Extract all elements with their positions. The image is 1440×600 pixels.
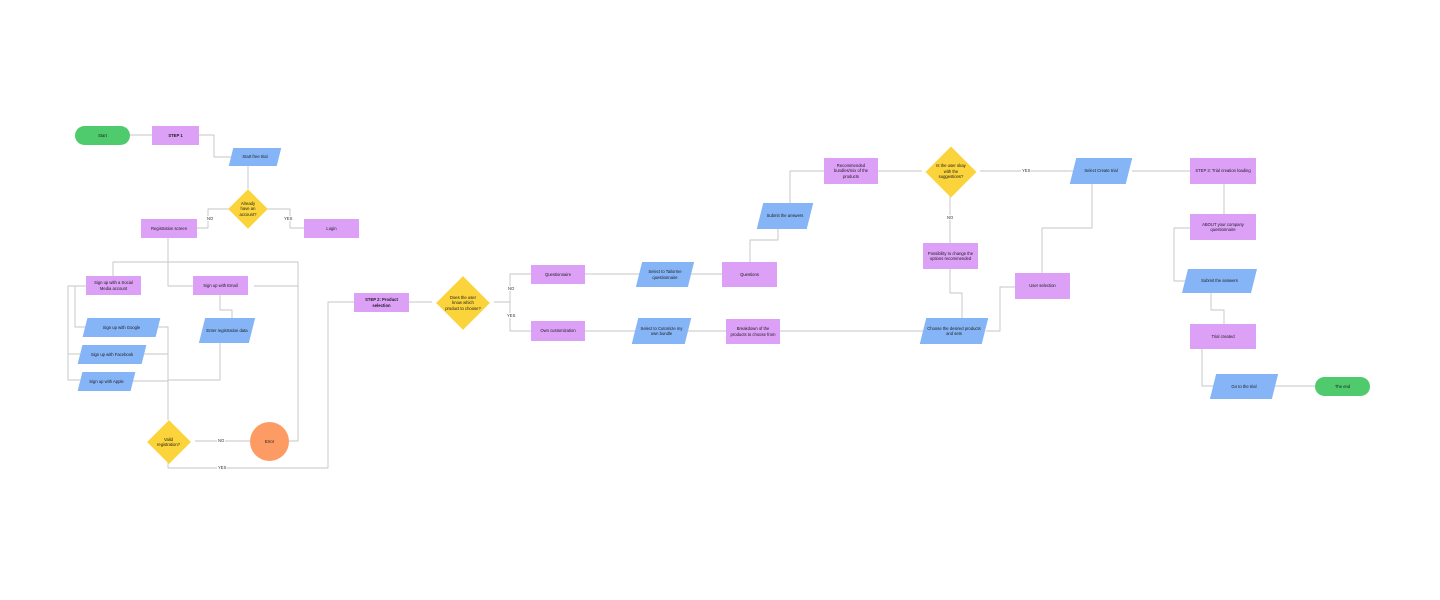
signup-social-label: Sign up with a Social Media account	[94, 280, 133, 291]
edge-label-yes-know: YES	[506, 313, 517, 318]
edge-split-email	[167, 262, 193, 287]
start-node-label: Start	[98, 132, 107, 138]
know-products-label: Does the user know which product to choo…	[445, 294, 481, 311]
select-customize-label: Select to Cutomize my own bundle	[640, 325, 683, 336]
step1-label: STEP 1	[168, 132, 183, 138]
edge-label-no-okay: NO	[946, 215, 955, 220]
questionnaire-label: Questionnaire	[544, 271, 572, 277]
questionnaire-node: Questionnaire	[531, 265, 585, 284]
select-customize-node: Select to Cutomize my own bundle	[631, 318, 692, 344]
possibility-change-node: Possibility to change the options recomm…	[923, 243, 978, 269]
select-tailorme-label: Select to Tailorme questionnaire	[648, 269, 682, 280]
step3-label: STEP 3: Trial creation loading	[1195, 168, 1251, 174]
step3-node: STEP 3: Trial creation loading	[1190, 158, 1256, 184]
step1-node: STEP 1	[152, 126, 199, 145]
edge-valid-step2	[167, 301, 354, 469]
edge-submit-recommended	[789, 170, 824, 203]
signup-apple-label: Sign up with Apple	[89, 378, 124, 384]
registration-screen-node: Registration screen	[141, 219, 197, 238]
edge-split-social	[112, 261, 168, 276]
possibility-change-label: Possibility to change the options recomm…	[927, 250, 974, 261]
own-customization-node: Own customization	[531, 321, 585, 341]
signup-facebook-node: Sign up with Facebook	[77, 345, 147, 364]
edge-submit-trial	[1210, 293, 1225, 324]
edge-about-submit	[1173, 227, 1190, 282]
choose-desired-node: Choose the desired products and sets	[919, 318, 989, 344]
edge-trial-goto	[1201, 349, 1214, 387]
error-label: Error	[264, 438, 275, 444]
start-node: Start	[75, 126, 130, 145]
trial-created-node: Trial created	[1190, 324, 1256, 349]
submit-answers-2-label: Submit the answers	[1201, 278, 1238, 284]
questions-node: Questions	[722, 262, 777, 287]
user-selection-node: User selection	[1015, 273, 1070, 299]
edge-social-google	[74, 285, 87, 328]
about-company-label: ABOUT your company questionnaire	[1202, 221, 1244, 232]
know-products-decision: Does the user know which product to choo…	[432, 276, 494, 330]
signup-email-node: Sign up with Email	[193, 276, 248, 295]
edge-selection-create	[1041, 184, 1093, 273]
valid-registration-decision: Valid registration?	[143, 420, 194, 464]
edge-possibility-choose	[949, 269, 963, 318]
edge-label-no-know: NO	[507, 286, 516, 291]
start-free-trial-node: Start free trial	[228, 148, 282, 166]
enter-registration-node: Enter registration data	[198, 318, 256, 343]
end-node-label: The end	[1334, 383, 1351, 389]
already-account-label: Already have an account?	[239, 200, 257, 217]
edge-label-yes-account: YES	[283, 216, 294, 221]
recommended-node: Recommended bundles/mix of the products	[824, 158, 878, 184]
registration-screen-label: Registration screen	[150, 225, 188, 231]
edge-choose-selection	[986, 286, 1015, 332]
go-to-trial-label: Go to the trial	[1231, 383, 1257, 389]
breakdown-node: Breakdown of the products to choose from	[726, 319, 780, 344]
edge-label-no-account: NO	[206, 216, 215, 221]
submit-answers-2-node: Submit the answers	[1182, 269, 1257, 293]
edge-step1-trial	[199, 134, 236, 158]
select-tailorme-node: Select to Tailorme questionnaire	[635, 262, 695, 287]
edge-error-loop	[168, 261, 299, 286]
user-selection-label: User selection	[1029, 283, 1056, 289]
questions-label: Questions	[740, 271, 759, 277]
signup-email-label: Sign up with Email	[203, 282, 238, 288]
go-to-trial-node: Go to the trial	[1209, 374, 1279, 399]
valid-registration-label: Valid registration?	[156, 436, 181, 447]
signup-google-node: Sign up with Google	[82, 318, 161, 337]
trial-created-label: Trial created	[1211, 333, 1235, 339]
enter-registration-label: Enter registration data	[206, 327, 248, 333]
error-node: Error	[250, 422, 289, 461]
choose-desired-label: Choose the desired products and sets	[927, 325, 981, 336]
signup-facebook-label: Sign up with Facebook	[90, 351, 134, 357]
edge-google-valid	[158, 326, 169, 420]
edge-enter-valid	[168, 343, 221, 381]
already-account-decision: Already have an account?	[228, 189, 268, 229]
signup-apple-node: Sign up with Apple	[77, 372, 136, 391]
step2-node: STEP 2: Product selection	[354, 293, 409, 312]
own-customization-label: Own customization	[540, 328, 576, 334]
edge-email-enter	[219, 295, 233, 318]
step2-label: STEP 2: Product selection	[365, 297, 398, 308]
user-okay-label: Is the user okay with the suggestions?	[936, 163, 966, 180]
select-create-trial-node: Select Create trial	[1069, 158, 1133, 184]
submit-answers-1-node: Submit the answers	[756, 203, 814, 229]
login-label: Login	[326, 225, 337, 231]
signup-social-node: Sign up with a Social Media account	[86, 276, 141, 295]
end-node: The end	[1315, 377, 1370, 396]
edge-label-yes-valid: YES	[217, 465, 228, 470]
login-node: Login	[304, 219, 359, 238]
edge-label-yes-okay: YES	[1021, 168, 1032, 173]
recommended-label: Recommended bundles/mix of the products	[834, 162, 868, 179]
signup-google-label: Sign up with Google	[102, 324, 141, 330]
edge-questions-submit	[749, 229, 779, 262]
select-create-trial-label: Select Create trial	[1084, 168, 1118, 174]
about-company-node: ABOUT your company questionnaire	[1190, 214, 1256, 240]
start-free-trial-label: Start free trial	[242, 154, 268, 160]
submit-answers-1-label: Submit the answers	[766, 213, 804, 219]
edge-label-no-valid: NO	[217, 438, 226, 443]
edge-error-email	[254, 285, 299, 442]
breakdown-label: Breakdown of the products to choose from	[730, 326, 776, 337]
user-okay-decision: Is the user okay with the suggestions?	[922, 146, 980, 197]
